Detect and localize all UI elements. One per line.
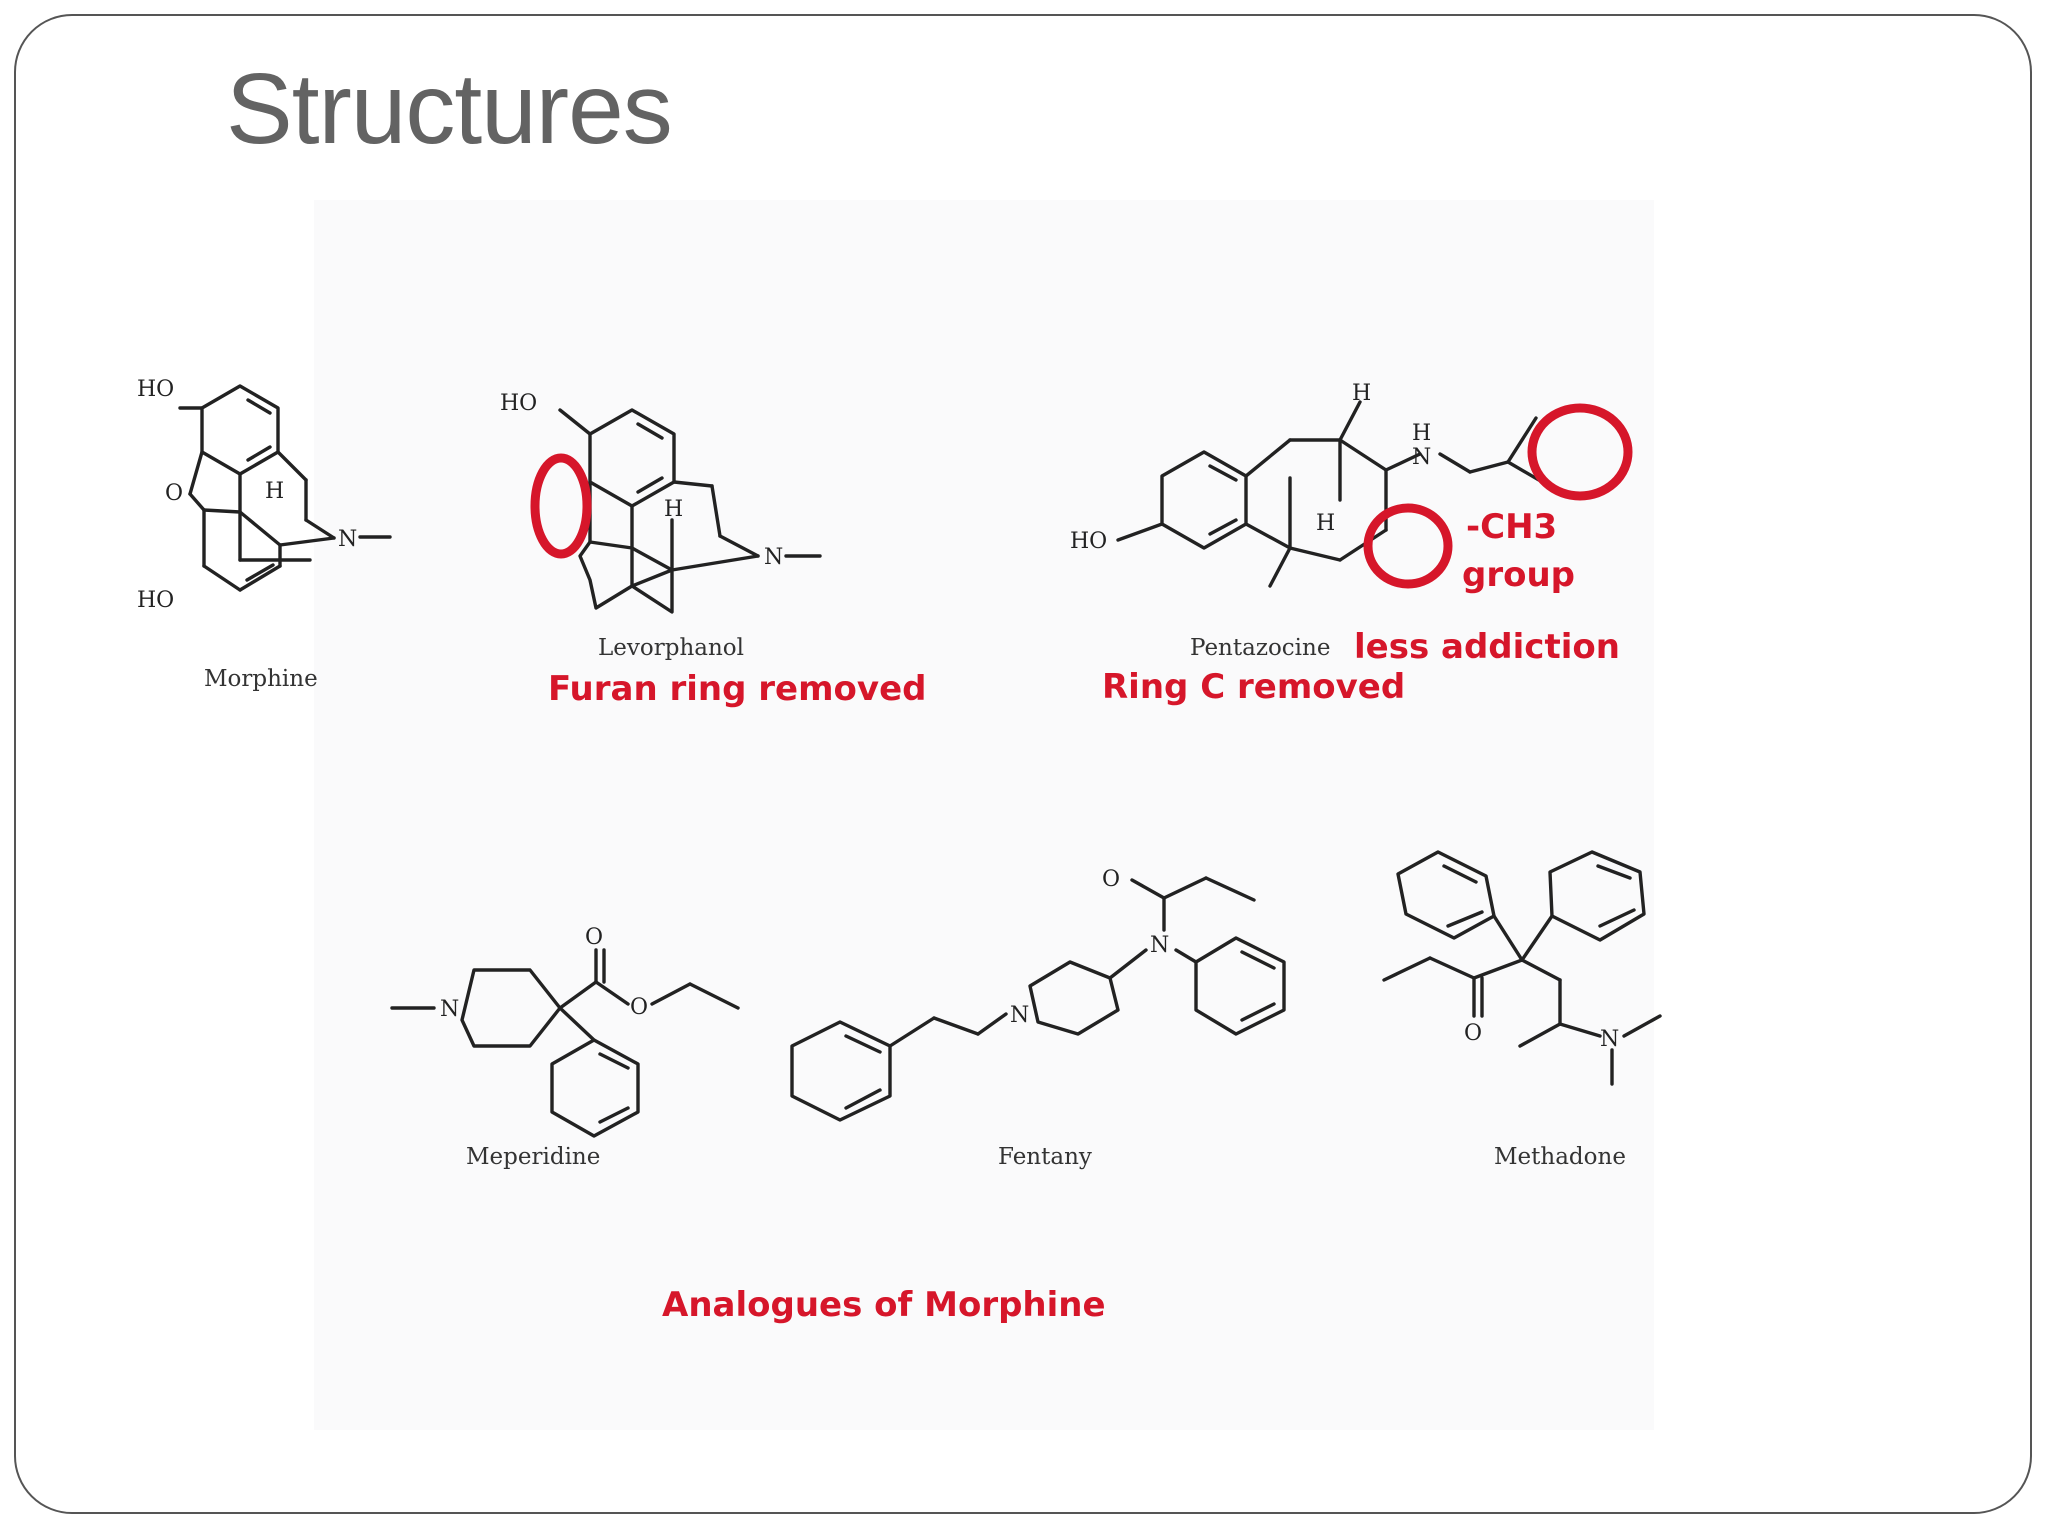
morphine-n: N — [338, 527, 357, 552]
morphine-ho-bottom: HO — [137, 588, 174, 613]
levorphanol-h: H — [664, 497, 683, 522]
fentanyl-name: Fentany — [998, 1144, 1092, 1170]
content-panel — [314, 200, 1654, 1430]
fentanyl-n-piperidine: N — [1010, 1003, 1029, 1028]
ch3-group-highlight — [1363, 503, 1453, 589]
analogues-caption: Analogues of Morphine — [662, 1285, 1106, 1325]
pentazocine-h-amine: H — [1412, 421, 1431, 446]
furan-ring-removed-note: Furan ring removed — [548, 669, 926, 709]
pentazocine-n: N — [1412, 445, 1431, 470]
levorphanol-ho: HO — [500, 391, 537, 416]
pentazocine-name: Pentazocine — [1190, 635, 1330, 661]
methadone-o: O — [1464, 1021, 1482, 1046]
fentanyl-structure — [790, 876, 1286, 1122]
meperidine-structure — [390, 948, 740, 1138]
furan-ring-highlight — [530, 453, 592, 559]
pentazocine-h-top: H — [1352, 381, 1371, 406]
ring-c-removed-note: Ring C removed — [1102, 667, 1405, 707]
levorphanol-name: Levorphanol — [598, 635, 744, 661]
ch3-note-line1: -CH3 — [1466, 507, 1557, 547]
morphine-ho-top: HO — [137, 377, 174, 402]
fentanyl-n-amide: N — [1150, 933, 1169, 958]
dimethyl-highlight — [1527, 403, 1633, 501]
levorphanol-n: N — [764, 545, 783, 570]
morphine-name: Morphine — [204, 666, 318, 692]
slide-title: Structures — [226, 53, 673, 165]
fentanyl-o: O — [1102, 867, 1120, 892]
pentazocine-ho: HO — [1070, 529, 1107, 554]
methadone-structure — [1382, 850, 1662, 1086]
morphine-o: O — [165, 481, 183, 506]
morphine-structure — [178, 384, 392, 592]
meperidine-o-carbonyl: O — [585, 925, 603, 950]
meperidine-o-ester: O — [630, 995, 648, 1020]
levorphanol-structure — [558, 408, 822, 614]
methadone-name: Methadone — [1494, 1144, 1626, 1170]
pentazocine-h-bridge: H — [1316, 511, 1335, 536]
morphine-h: H — [265, 479, 284, 504]
pentazocine-structure — [1116, 400, 1558, 588]
meperidine-name: Meperidine — [466, 1144, 600, 1170]
methadone-n: N — [1600, 1027, 1619, 1052]
ch3-note-line2: group — [1462, 555, 1575, 595]
less-addiction-note: less addiction — [1354, 627, 1620, 667]
meperidine-n: N — [440, 997, 459, 1022]
